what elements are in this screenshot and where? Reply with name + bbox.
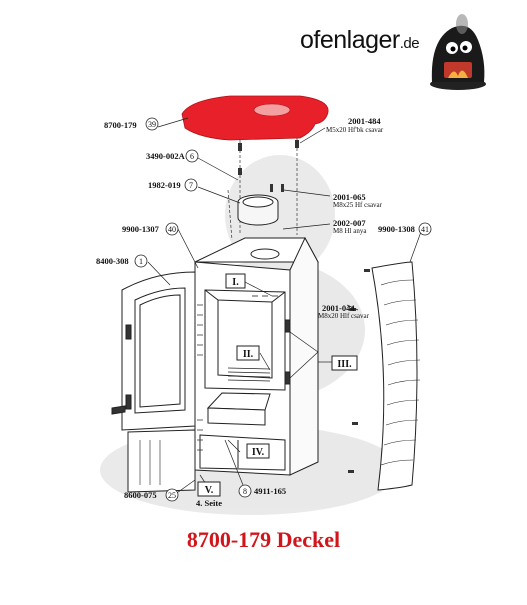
brand-name: ofenlager <box>300 26 400 54</box>
part-label-4911-165: 4911-165 <box>254 486 286 496</box>
right-curved-panel <box>371 261 421 491</box>
part-pos-39: 39 <box>148 120 156 129</box>
cover-hole <box>253 103 291 117</box>
part-pos-8: 8 <box>243 487 247 496</box>
top-cover-highlight[interactable] <box>181 95 329 141</box>
panel-screws <box>348 269 370 473</box>
lower-side-cover <box>127 429 196 493</box>
part-label-9900-1308: 9900-1308 <box>378 224 415 234</box>
top-screws <box>238 140 299 192</box>
side-vents <box>197 304 203 451</box>
brand-tld: .de <box>399 35 420 52</box>
part-label-8600-075: 8600-075 <box>124 490 157 500</box>
part-pos-1: 1 <box>139 257 143 266</box>
part-label-8700-179: 8700-179 <box>104 120 137 130</box>
screw-label-2001-044: 2001-044 <box>322 303 355 313</box>
part-label-9900-1307: 9900-1307 <box>122 224 160 234</box>
screw-label-2001-484: 2001-484 <box>348 116 381 126</box>
section-II: II. <box>243 349 254 360</box>
part-label-8400-308: 8400-308 <box>96 256 129 266</box>
brand-mascot-logo <box>430 14 486 90</box>
screw-spec-2001-044: M8x20 Hlf csavar <box>318 312 370 320</box>
part-caption: 8700-179 Deckel <box>186 527 341 552</box>
screw-spec-2001-484: M5x20 Hf'bk csavar <box>326 126 384 134</box>
screw-spec-2002-007: M8 Hl anya <box>333 227 367 235</box>
part-pos-6: 6 <box>190 152 194 161</box>
brand-logo-text: ofenlager.de <box>300 26 420 55</box>
section-III: III. <box>337 359 352 370</box>
part-pos-25: 25 <box>168 491 176 500</box>
screw-spec-2001-065: M8x25 Hf csavar <box>333 201 383 209</box>
leader-lines <box>147 117 423 496</box>
section-V: V. <box>205 485 214 496</box>
flue-collar <box>237 194 279 226</box>
screw-label-2002-007: 2002-007 <box>333 218 366 228</box>
side-note: 4. Seite <box>196 498 222 508</box>
part-label-3490-002a: 3490-002A <box>146 151 186 161</box>
section-IV: IV. <box>252 447 265 458</box>
stove-body <box>194 236 319 476</box>
stove-door <box>111 271 196 431</box>
part-pos-7: 7 <box>189 181 193 190</box>
part-pos-41: 41 <box>421 225 429 234</box>
section-I: I. <box>232 277 239 288</box>
part-pos-40: 40 <box>168 225 176 234</box>
screw-label-2001-065: 2001-065 <box>333 192 366 202</box>
part-label-1982-019: 1982-019 <box>148 180 181 190</box>
